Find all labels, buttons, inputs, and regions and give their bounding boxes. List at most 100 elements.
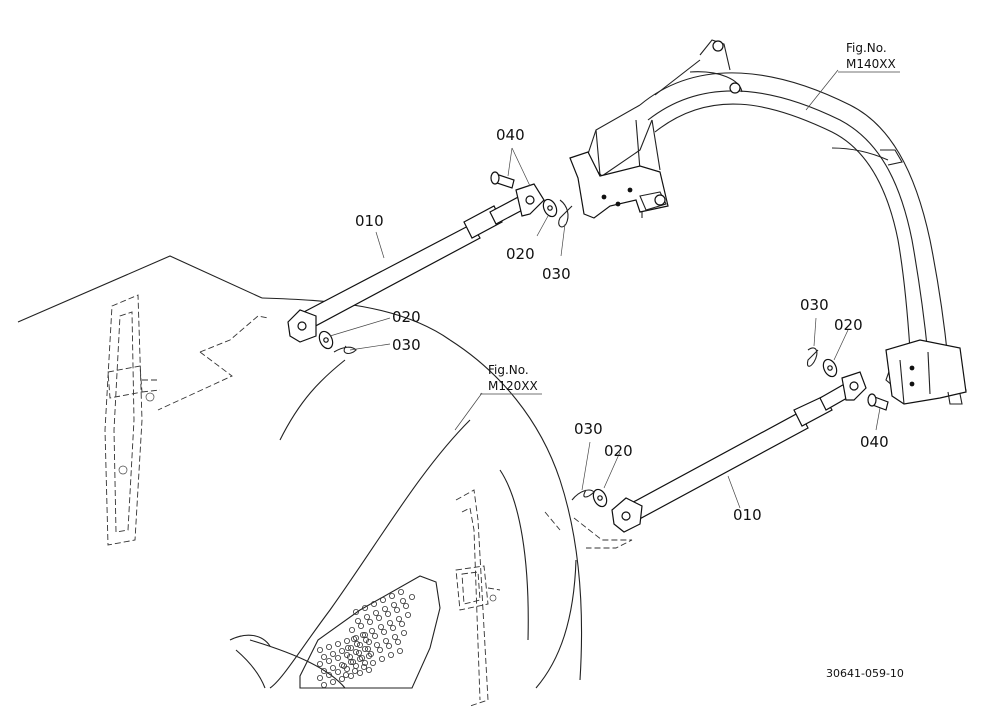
louver-hole bbox=[361, 632, 368, 639]
louver-hole bbox=[377, 624, 384, 631]
louver-hole bbox=[355, 650, 362, 657]
fig-ref-upper: M140XX bbox=[846, 57, 896, 71]
washer-020-left bbox=[318, 330, 334, 350]
louver-hole bbox=[334, 655, 341, 662]
callout-030-left: 030 bbox=[392, 336, 421, 354]
louver-hole bbox=[325, 672, 332, 679]
louver-hole bbox=[371, 633, 378, 640]
louver-hole bbox=[391, 634, 398, 641]
louver-hole bbox=[387, 652, 394, 659]
louver-hole bbox=[390, 602, 397, 609]
louver-hole bbox=[369, 660, 376, 667]
callout-020-lower: 020 bbox=[604, 442, 633, 460]
louver-hole bbox=[395, 616, 402, 623]
callout-040-upper: 040 bbox=[496, 126, 525, 144]
washer-020-lower bbox=[592, 488, 608, 508]
washer-020-right bbox=[822, 358, 838, 378]
louver-hole bbox=[360, 664, 367, 671]
clip-030-left bbox=[333, 345, 357, 355]
louver-hole bbox=[347, 659, 354, 666]
louver-hole bbox=[325, 658, 332, 665]
louver-hole bbox=[352, 635, 359, 642]
louver-hole bbox=[378, 656, 385, 663]
clip-030-lower bbox=[571, 489, 595, 501]
louver-hole bbox=[316, 647, 323, 654]
louver-hole bbox=[351, 668, 358, 675]
louver-hole bbox=[393, 607, 400, 614]
machine-body-outline bbox=[17, 255, 583, 689]
louver-hole bbox=[384, 611, 391, 618]
clip-030-upper bbox=[558, 199, 573, 228]
louver-hole bbox=[343, 638, 350, 645]
callout-030-lower: 030 bbox=[574, 420, 603, 438]
fig-reference-lower: Fig.No. M120XX bbox=[480, 363, 542, 395]
louver-hole bbox=[380, 629, 387, 636]
louver-hole bbox=[344, 645, 351, 652]
washer-020-upper bbox=[542, 198, 558, 218]
louver-hole bbox=[373, 642, 380, 649]
louver-hole bbox=[399, 598, 406, 605]
louver-hole bbox=[368, 628, 375, 635]
louver-hole bbox=[320, 668, 327, 675]
louver-hole bbox=[338, 662, 345, 669]
leader-lines bbox=[329, 69, 881, 509]
louver-hole bbox=[352, 609, 359, 616]
louver-hole bbox=[364, 646, 371, 653]
louver-hole bbox=[389, 625, 396, 632]
lower-pin-040 bbox=[867, 393, 889, 411]
louver-hole bbox=[329, 651, 336, 658]
louver-hole bbox=[357, 623, 364, 630]
callout-020-upper: 020 bbox=[506, 245, 535, 263]
louver-hole bbox=[382, 638, 389, 645]
louver-hole-pattern bbox=[316, 589, 415, 689]
louver-hole bbox=[338, 648, 345, 655]
louver-hole bbox=[329, 665, 336, 672]
louver-hole bbox=[338, 676, 345, 683]
fig-ref-lower: M120XX bbox=[488, 379, 538, 393]
louver-hole bbox=[386, 620, 393, 627]
gas-strut-upper bbox=[287, 183, 545, 343]
louver-hole bbox=[334, 641, 341, 648]
louver-hole bbox=[354, 618, 361, 625]
louver-hole bbox=[404, 612, 411, 619]
louver-hole bbox=[316, 675, 323, 682]
louver-hole bbox=[381, 606, 388, 613]
fig-label-upper: Fig.No. bbox=[846, 41, 887, 55]
louver-hole bbox=[361, 646, 368, 653]
louver-hole bbox=[347, 645, 354, 652]
louver-hole bbox=[320, 654, 327, 661]
louver-hole bbox=[388, 593, 395, 600]
rops-frame bbox=[569, 39, 967, 405]
callout-030-upper: 030 bbox=[542, 265, 571, 283]
louver-hole bbox=[379, 597, 386, 604]
callout-010-upper: 010 bbox=[355, 212, 384, 230]
louver-hole bbox=[365, 639, 372, 646]
drawing-code: 30641-059-10 bbox=[826, 667, 904, 680]
louver-hole bbox=[398, 621, 405, 628]
right-hinge-bracket-dashed bbox=[455, 489, 633, 707]
louver-hole bbox=[359, 632, 366, 639]
louver-hole bbox=[348, 627, 355, 634]
louver-hole bbox=[400, 630, 407, 637]
louver-hole bbox=[353, 641, 360, 648]
louver-hole bbox=[376, 647, 383, 654]
louver-hole bbox=[349, 659, 356, 666]
callout-030-right: 030 bbox=[800, 296, 829, 314]
louver-hole bbox=[397, 589, 404, 596]
louver-hole bbox=[361, 660, 368, 667]
louver-hole bbox=[385, 643, 392, 650]
louver-hole bbox=[365, 667, 372, 674]
callout-020-right: 020 bbox=[834, 316, 863, 334]
louver-hole bbox=[365, 653, 372, 660]
louver-hole bbox=[408, 594, 415, 601]
louver-hole bbox=[396, 648, 403, 655]
gas-strut-lower bbox=[611, 371, 867, 533]
callout-010-lower: 010 bbox=[733, 506, 762, 524]
louver-hole bbox=[356, 656, 363, 663]
louver-hole bbox=[402, 603, 409, 610]
louver-hole bbox=[343, 666, 350, 673]
louver-hole bbox=[394, 639, 401, 646]
louver-hole bbox=[361, 605, 368, 612]
fig-label-lower: Fig.No. bbox=[488, 363, 529, 377]
